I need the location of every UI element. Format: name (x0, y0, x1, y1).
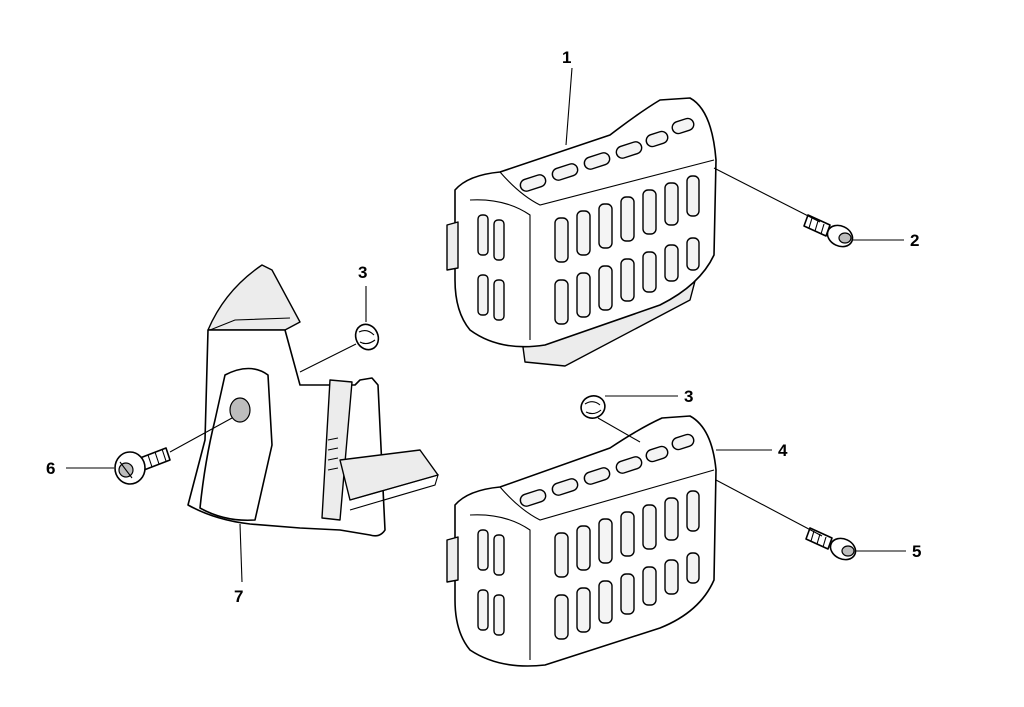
leader-3b-part (597, 417, 641, 443)
leader-7 (239, 523, 243, 583)
callout-7: 7 (234, 587, 243, 606)
callout-5: 5 (912, 542, 921, 561)
callout-1: 1 (562, 48, 571, 67)
part-4-side-vents (477, 529, 505, 636)
leader-lines (66, 67, 906, 583)
part-5-screw (805, 527, 857, 561)
leader-1 (565, 67, 573, 146)
callout-4: 4 (778, 441, 788, 460)
part-1-side-vents (477, 214, 505, 321)
part-3-lock-washer-lower (580, 395, 606, 419)
callout-labels: 1 2 3 3 4 5 6 7 (46, 48, 921, 606)
part-7-cylinder-cover (187, 264, 439, 537)
part-1-top-vents (519, 117, 695, 192)
part-4-front-vents (554, 490, 700, 640)
leader-2 (713, 167, 821, 223)
callout-3-upper: 3 (358, 263, 367, 282)
part-1-muffler-cover (446, 97, 717, 367)
callout-6: 6 (46, 459, 55, 478)
part-6-screw (114, 447, 171, 485)
part-4-top-vents (519, 433, 695, 507)
leader-3a-part (299, 343, 357, 373)
part-2-screw (803, 214, 854, 248)
part-1-front-vents (554, 175, 700, 325)
leader-5 (715, 479, 823, 537)
callout-2: 2 (910, 231, 919, 250)
callout-3-lower: 3 (684, 387, 693, 406)
part-3-lock-washer-upper (354, 323, 380, 351)
leader-6-part (169, 417, 233, 453)
part-4-muffler-cover (446, 415, 717, 667)
